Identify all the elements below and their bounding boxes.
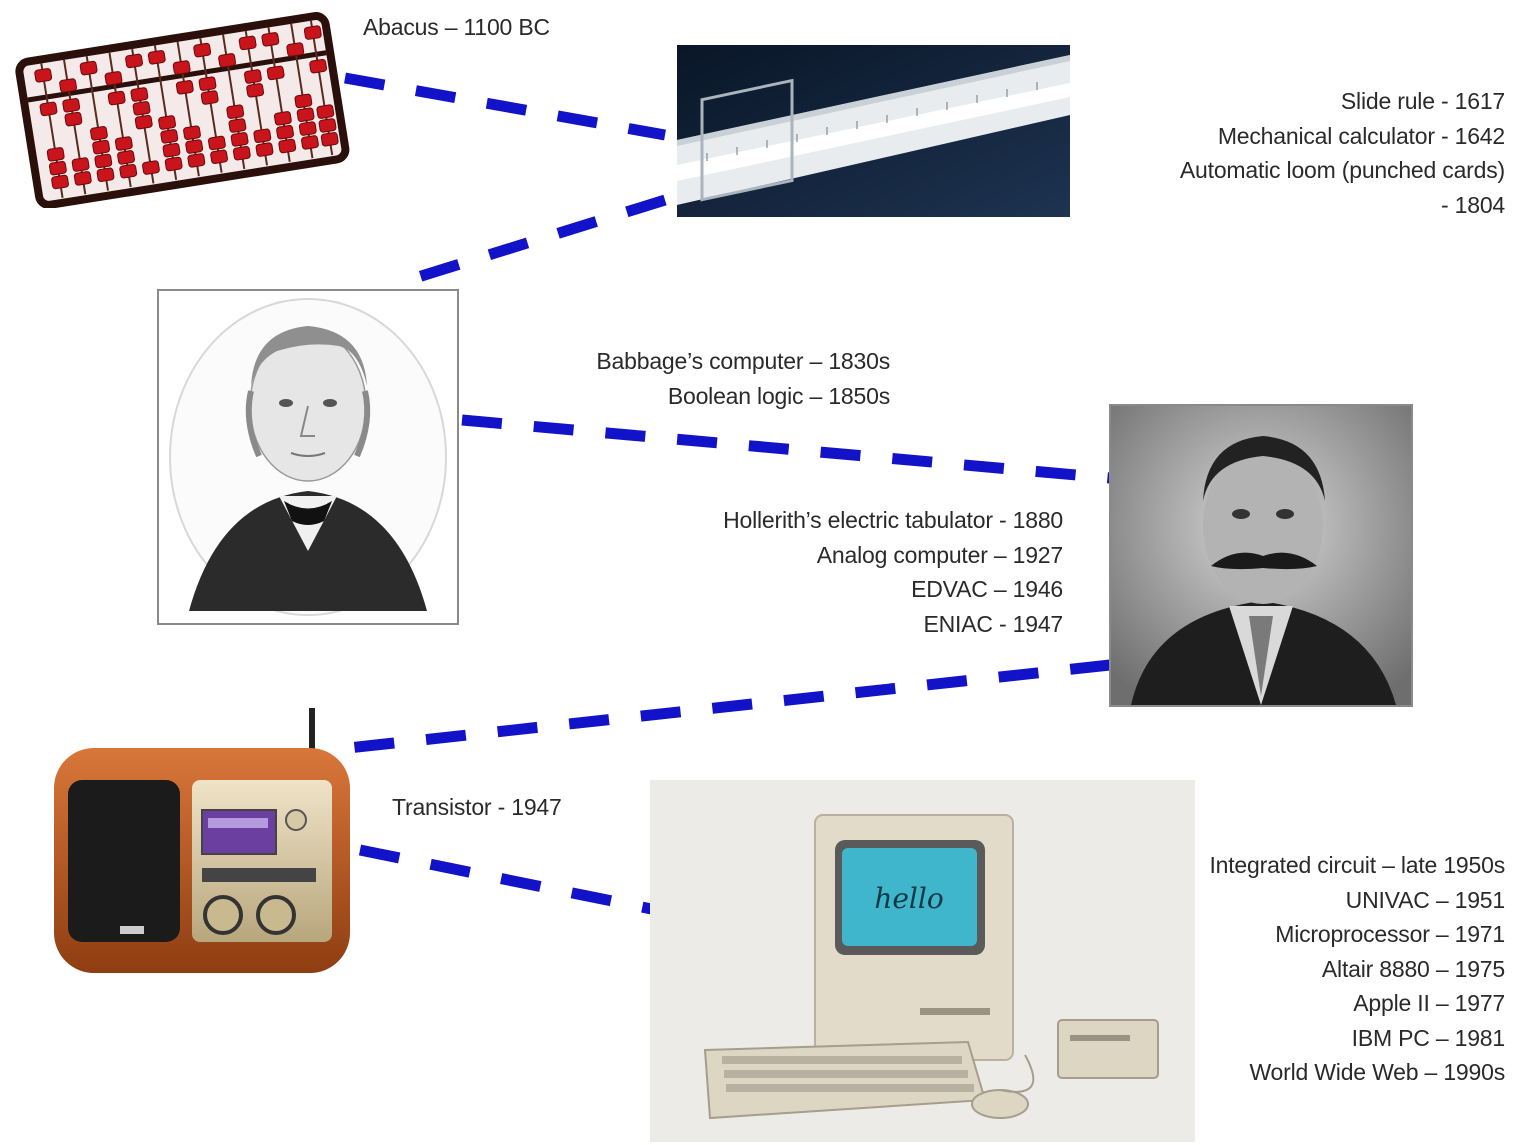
slide-rule-image <box>677 45 1070 217</box>
label-line: IBM PC – 1981 <box>1351 1024 1506 1051</box>
label-line: Microprocessor – 1971 <box>1275 921 1505 947</box>
svg-text:hello: hello <box>874 882 943 915</box>
babbage-portrait <box>157 289 459 625</box>
label-line: Altair 8880 – 1975 <box>1321 955 1505 982</box>
label-line: Babbage’s computer – 1830s <box>596 348 890 374</box>
hollerith-portrait <box>1109 404 1413 707</box>
label-line: Transistor - 1947 <box>392 794 562 820</box>
label-hollerith-group: Hollerith’s electric tabulator - 1880 An… <box>723 503 1063 641</box>
label-slide-rule-group: Slide rule - 1617 Mechanical calculator … <box>1180 84 1505 222</box>
macintosh-image: hello <box>650 780 1195 1142</box>
label-abacus: Abacus – 1100 BC <box>363 10 550 45</box>
label-line: ENIAC - 1947 <box>923 610 1064 637</box>
connector-hollerith-radio <box>329 659 1111 756</box>
label-line: Boolean logic – 1850s <box>667 382 890 409</box>
label-babbage-group: Babbage’s computer – 1830s Boolean logic… <box>596 344 890 413</box>
label-line: Slide rule - 1617 <box>1340 88 1505 114</box>
abacus-image <box>15 8 350 208</box>
label-line: EDVAC – 1946 <box>911 576 1063 602</box>
connector-sliderule-babbage <box>413 194 667 284</box>
connector-abacus-sliderule <box>344 72 666 141</box>
label-line: Integrated circuit – late 1950s <box>1209 852 1505 878</box>
label-line: Apple II – 1977 <box>1353 990 1505 1016</box>
label-line: Automatic loom (punched cards) <box>1179 157 1505 183</box>
radio-image <box>50 708 355 978</box>
label-transistor: Transistor - 1947 <box>392 790 562 825</box>
label-line: World Wide Web – 1990s <box>1249 1059 1505 1085</box>
label-line: Analog computer – 1927 <box>816 541 1063 568</box>
label-line: Hollerith’s electric tabulator - 1880 <box>723 507 1063 533</box>
label-line: - 1804 <box>1440 191 1505 218</box>
label-line: UNIVAC – 1951 <box>1345 886 1506 913</box>
label-line: Abacus – 1100 BC <box>363 14 550 40</box>
label-modern-group: Integrated circuit – late 1950s UNIVAC –… <box>1209 848 1505 1090</box>
label-line: Mechanical calculator - 1642 <box>1217 122 1505 149</box>
connector-babbage-hollerith <box>461 414 1111 484</box>
